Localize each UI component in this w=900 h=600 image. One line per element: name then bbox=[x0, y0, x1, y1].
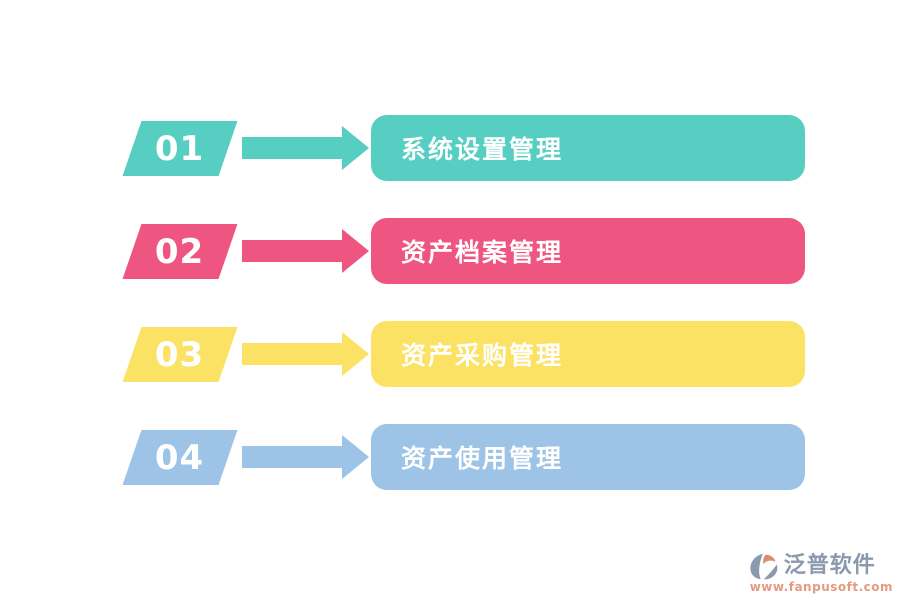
brand-url: www.fanpusoft.com bbox=[749, 580, 893, 594]
step-number: 03 bbox=[155, 334, 205, 374]
step-label: 资产使用管理 bbox=[401, 444, 564, 473]
step-label: 资产采购管理 bbox=[401, 341, 564, 370]
arrow-right-icon bbox=[242, 126, 369, 170]
step-bar: 系统设置管理 bbox=[371, 115, 805, 181]
step-label: 系统设置管理 bbox=[401, 135, 564, 164]
step-number-shape: 04 bbox=[122, 429, 238, 485]
step-row-4: 04 资产使用管理 bbox=[0, 424, 900, 490]
step-row-3: 03 资产采购管理 bbox=[0, 321, 900, 387]
arrow-head bbox=[342, 126, 369, 170]
step-row-1: 01 系统设置管理 bbox=[0, 115, 900, 181]
step-label: 资产档案管理 bbox=[401, 238, 564, 267]
step-number: 04 bbox=[155, 437, 205, 477]
step-number-shape: 01 bbox=[122, 120, 238, 176]
arrow-right-icon bbox=[242, 332, 369, 376]
arrow-head bbox=[342, 435, 369, 479]
step-bar: 资产档案管理 bbox=[371, 218, 805, 284]
step-number-shape: 03 bbox=[122, 326, 238, 382]
arrow-head bbox=[342, 229, 369, 273]
brand-name: 泛普软件 bbox=[783, 553, 876, 579]
step-number: 01 bbox=[155, 128, 205, 168]
step-number: 02 bbox=[155, 231, 205, 271]
arrow-shaft bbox=[242, 240, 342, 262]
brand-logo-row: 泛普软件 bbox=[749, 552, 893, 581]
step-row-2: 02 资产档案管理 bbox=[0, 218, 900, 284]
arrow-shaft bbox=[242, 446, 342, 468]
arrow-shaft bbox=[242, 343, 342, 365]
arrow-right-icon bbox=[242, 229, 369, 273]
step-bar: 资产使用管理 bbox=[371, 424, 805, 490]
arrow-head bbox=[342, 332, 369, 376]
fanpu-logo-icon bbox=[750, 553, 778, 580]
step-number-shape: 02 bbox=[122, 223, 238, 279]
brand-logo: 泛普软件 www.fanpusoft.com bbox=[749, 552, 893, 594]
step-bar: 资产采购管理 bbox=[371, 321, 805, 387]
arrow-shaft bbox=[242, 137, 342, 159]
arrow-right-icon bbox=[242, 435, 369, 479]
